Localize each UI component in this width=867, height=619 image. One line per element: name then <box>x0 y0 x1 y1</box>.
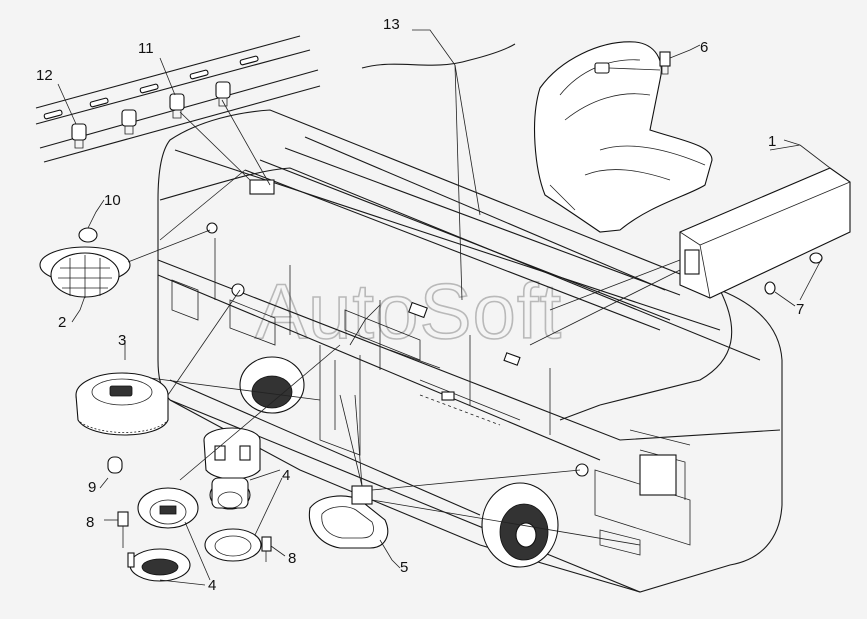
ceiling-lamp-1 <box>71 123 87 149</box>
callout-4-right: 4 <box>282 467 290 484</box>
part-small-bulb <box>99 456 123 489</box>
callout-labels: 1 2 3 4 4 5 6 7 8 8 9 10 11 12 13 <box>36 16 804 594</box>
callout-1: 1 <box>768 133 776 150</box>
callout-9: 9 <box>88 479 96 496</box>
part-lamp-housings <box>129 344 341 586</box>
callout-4-bottom: 4 <box>208 577 216 594</box>
callout-10: 10 <box>104 192 121 209</box>
callout-6: 6 <box>700 39 708 56</box>
callout-12: 12 <box>36 67 53 84</box>
part-ceiling-rail <box>35 35 321 186</box>
part-dome-lamp <box>39 199 211 323</box>
callout-3: 3 <box>118 332 126 349</box>
callout-11: 11 <box>138 40 154 57</box>
callout-2: 2 <box>58 314 66 331</box>
part-switches <box>104 511 286 568</box>
part-round-lamp <box>75 289 321 436</box>
callout-13: 13 <box>383 16 400 33</box>
part-wire <box>361 29 516 301</box>
part-oval-light <box>308 394 641 569</box>
ceiling-lamp-4 <box>215 81 231 107</box>
callout-8-right: 8 <box>288 550 296 567</box>
part-front-panel <box>529 144 851 346</box>
part-seat <box>534 41 713 233</box>
callout-8-left: 8 <box>86 514 94 531</box>
watermark-text: AutoSoft <box>255 267 562 355</box>
ceiling-lamp-2 <box>121 109 137 135</box>
callout-7: 7 <box>796 301 804 318</box>
ceiling-lamp-3 <box>169 93 185 119</box>
callout-5: 5 <box>400 559 408 576</box>
